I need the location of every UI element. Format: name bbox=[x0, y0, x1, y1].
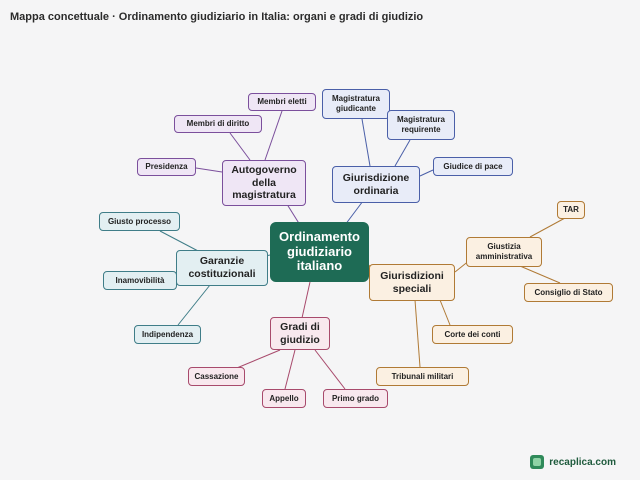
brand-name: recaplica.com bbox=[549, 456, 616, 468]
leaf-giudice-di-pace: Giudice di pace bbox=[433, 157, 513, 176]
leaf-membri-eletti: Membri eletti bbox=[248, 93, 316, 111]
node-giurisdizione-ordinaria: Giurisdizione ordinaria bbox=[332, 166, 420, 203]
node-giustizia-amministrativa: Giustizia amministrativa bbox=[466, 237, 542, 267]
edge-autogoverno-membri-eletti bbox=[264, 110, 283, 161]
leaf-giusto-processo: Giusto processo bbox=[99, 212, 180, 231]
leaf-tar: TAR bbox=[557, 201, 585, 219]
leaf-membri-di-diritto: Membri di diritto bbox=[174, 115, 262, 133]
edge-ordinaria-giudice-pace bbox=[419, 169, 434, 177]
edge-ordinaria-giudicante bbox=[361, 118, 371, 167]
leaf-magistratura-requirente: Magistratura requirente bbox=[387, 110, 455, 140]
leaf-inamovibilita: Inamovibilità bbox=[103, 271, 177, 290]
edge-garanzie-giusto-processo bbox=[159, 230, 201, 253]
edge-gradi-cassazione bbox=[231, 349, 281, 371]
node-giurisdizioni-speciali: Giurisdizioni speciali bbox=[369, 264, 455, 301]
edge-garanzie-indipendenza bbox=[177, 284, 211, 326]
edge-center-gradi bbox=[301, 281, 311, 319]
node-gradi-di-giudizio: Gradi di giudizio bbox=[270, 317, 330, 350]
edge-speciali-tribunali bbox=[414, 299, 421, 368]
node-garanzie-costituzionali: Garanzie costituzionali bbox=[176, 250, 268, 286]
page-title: Mappa concettuale · Ordinamento giudizia… bbox=[10, 11, 424, 23]
leaf-tribunali-militari: Tribunali militari bbox=[376, 367, 469, 386]
node-center: Ordinamento giudiziario italiano bbox=[270, 222, 369, 282]
leaf-indipendenza: Indipendenza bbox=[134, 325, 201, 344]
edge-ordinaria-requirente bbox=[394, 139, 411, 167]
edge-gradi-primo-grado bbox=[314, 349, 346, 390]
brand[interactable]: recaplica.com bbox=[530, 455, 616, 469]
leaf-corte-dei-conti: Corte dei conti bbox=[432, 325, 513, 344]
edge-gradi-appello bbox=[284, 349, 296, 390]
recaplica-logo-icon bbox=[530, 455, 545, 469]
leaf-appello: Appello bbox=[262, 389, 306, 408]
edge-autogoverno-presidenza bbox=[195, 167, 223, 173]
edge-speciali-corte-conti bbox=[439, 299, 451, 326]
leaf-primo-grado: Primo grado bbox=[323, 389, 388, 408]
edge-amministrativa-consiglio bbox=[519, 265, 561, 284]
edge-autogoverno-membri-diritto bbox=[229, 132, 251, 161]
edge-amministrativa-tar bbox=[529, 217, 566, 238]
node-autogoverno: Autogoverno della magistratura bbox=[222, 160, 306, 206]
leaf-cassazione: Cassazione bbox=[188, 367, 245, 386]
leaf-presidenza: Presidenza bbox=[137, 158, 196, 176]
leaf-consiglio-di-stato: Consiglio di Stato bbox=[524, 283, 613, 302]
leaf-magistratura-giudicante: Magistratura giudicante bbox=[322, 89, 390, 119]
